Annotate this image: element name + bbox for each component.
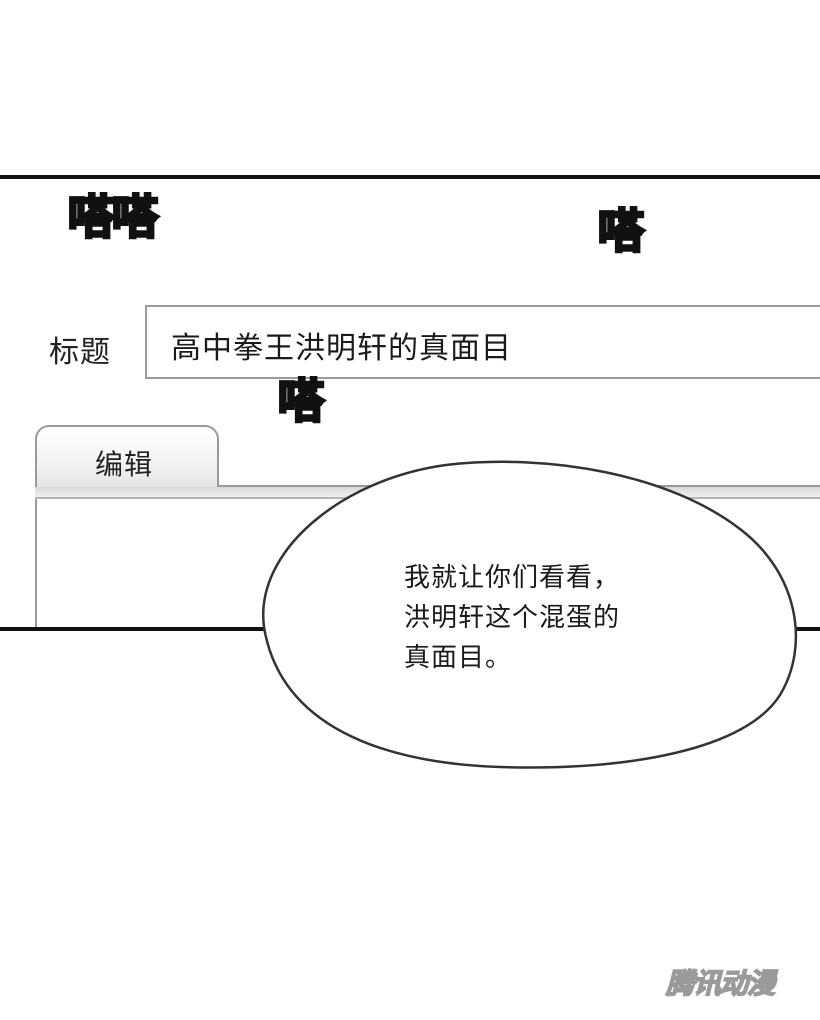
title-label: 标题 — [49, 335, 111, 370]
sound-effect-text: 嗒嗒 — [67, 190, 160, 244]
sound-effect-text: 嗒 — [597, 204, 646, 258]
watermark-logo: 腾讯动漫 — [665, 966, 776, 1001]
speech-line: 我就让你们看看， — [404, 563, 621, 593]
title-input[interactable]: 高中拳王洪明轩的真面目 — [145, 305, 820, 379]
sound-effect-text: 嗒 — [277, 374, 326, 428]
speech-line: 真面目。 — [404, 643, 513, 673]
speech-bubble-text: 我就让你们看看， 洪明轩这个混蛋的 真面目。 — [404, 558, 620, 678]
speech-line: 洪明轩这个混蛋的 — [404, 603, 621, 633]
tab-edit[interactable]: 编辑 — [35, 425, 219, 489]
speech-bubble-outline — [261, 460, 798, 769]
tab-edit-label: 编辑 — [95, 448, 154, 481]
title-input-value: 高中拳王洪明轩的真面目 — [171, 331, 512, 366]
speech-bubble — [261, 460, 798, 769]
